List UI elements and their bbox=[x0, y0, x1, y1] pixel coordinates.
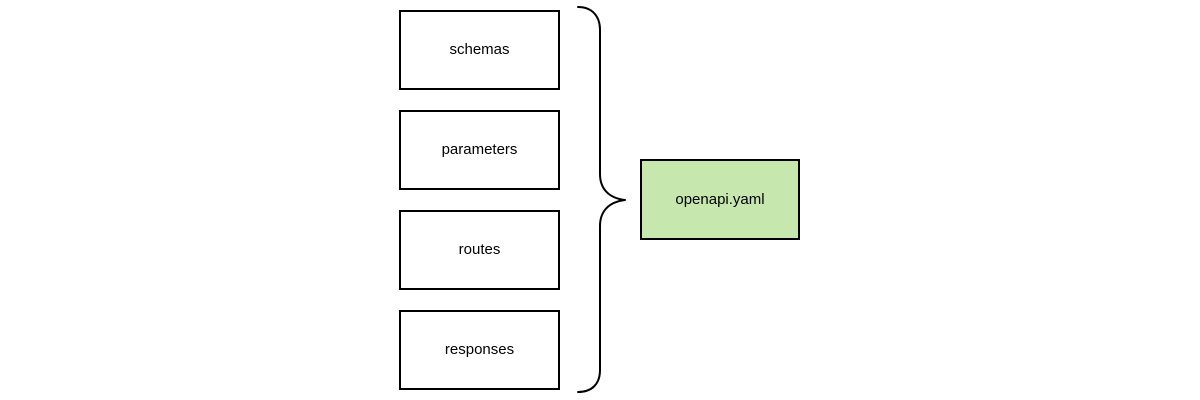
node-openapi-yaml[interactable]: openapi.yaml bbox=[640, 159, 800, 240]
node-responses[interactable]: responses bbox=[399, 310, 560, 390]
node-parameters-label: parameters bbox=[441, 141, 518, 158]
node-schemas[interactable]: schemas bbox=[399, 10, 560, 90]
node-routes[interactable]: routes bbox=[399, 210, 560, 290]
node-parameters[interactable]: parameters bbox=[399, 110, 560, 190]
node-schemas-label: schemas bbox=[449, 41, 510, 58]
curly-brace-connector-icon bbox=[577, 6, 626, 393]
node-routes-label: routes bbox=[458, 241, 501, 258]
node-responses-label: responses bbox=[444, 341, 515, 358]
node-openapi-yaml-label: openapi.yaml bbox=[675, 190, 765, 208]
